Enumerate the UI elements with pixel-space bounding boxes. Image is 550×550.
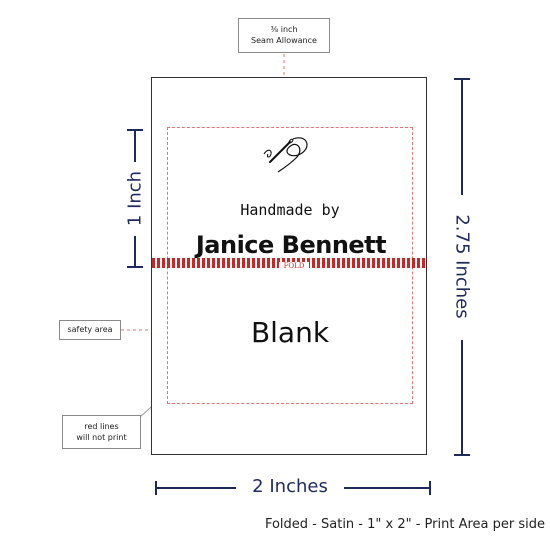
fold-label: FOLD [279,262,309,271]
seam-line2: Seam Allowance [251,36,317,45]
maker-name: Janice Bennett [195,231,387,259]
product-caption: Folded - Satin - 1" x 2" - Print Area pe… [264,517,545,532]
red-lines-callout: red lines will not print [62,415,141,449]
height-total-label: 2.75 Inches [451,214,473,319]
height-half-label: 1 Inch [124,170,146,227]
redlines-line1: red lines [84,422,119,431]
needle-and-thread-icon [263,137,308,173]
seam-line1: ⅜ inch [270,25,298,34]
redlines-line2: will not print [76,433,127,442]
tagline: Handmade by [240,201,340,219]
safety-area-callout: safety area [59,320,121,340]
safety-label: safety area [67,325,113,334]
back-side-text: Blank [250,316,330,349]
seam-allowance-callout: ⅜ inch Seam Allowance [238,18,330,53]
width-label: 2 Inches [252,476,328,497]
